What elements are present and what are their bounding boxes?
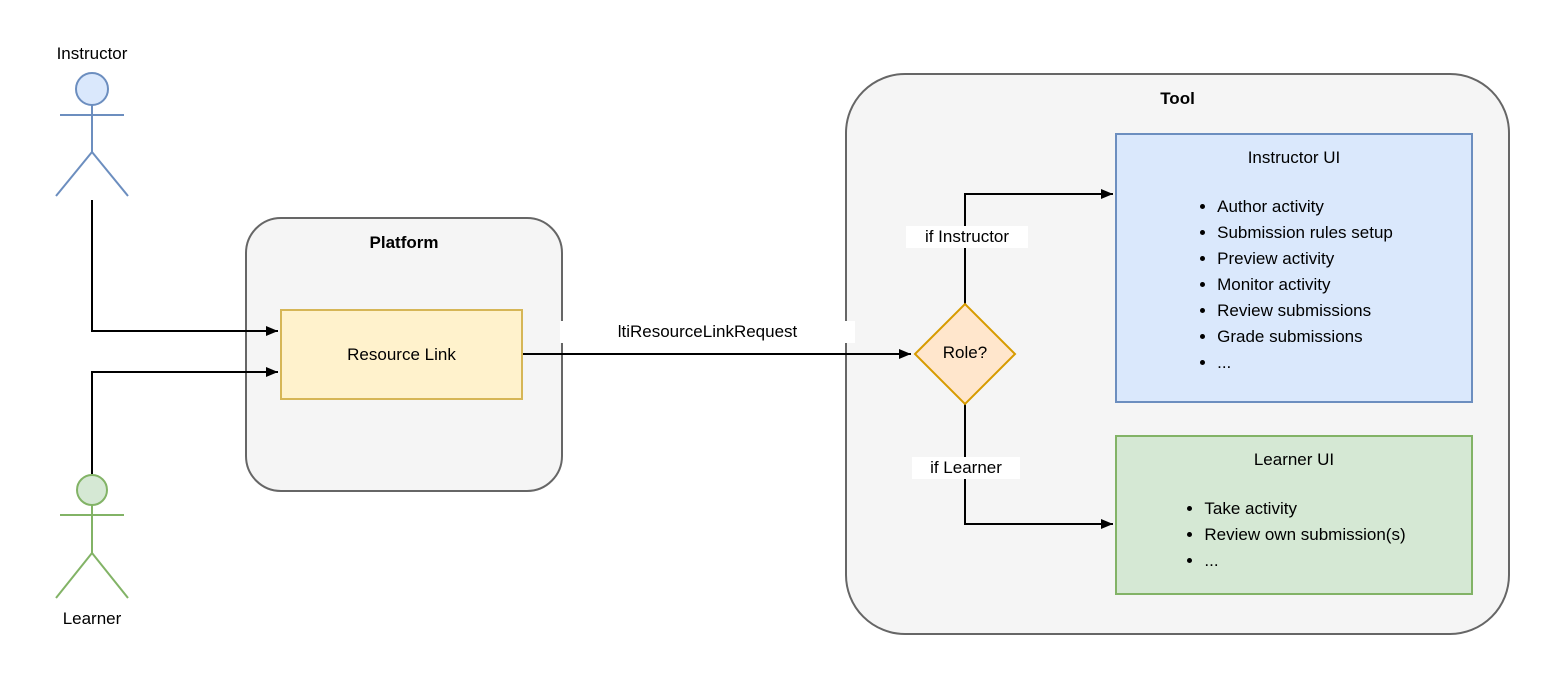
learner-actor-label: Learner: [62, 609, 122, 628]
role-decision-label: Role?: [942, 343, 988, 362]
edge-learner-to-resource-link: [91, 367, 278, 474]
list-item: Submission rules setup: [1217, 220, 1393, 246]
instructor-ui-title: Instructor UI: [1247, 148, 1341, 167]
edge-label-lti-request: ltiResourceLinkRequest: [560, 321, 855, 343]
edge-instructor-to-resource-link: [91, 200, 278, 336]
learner-ui-feature-list: Take activity Review own submission(s) .…: [1182, 496, 1405, 574]
learner-ui-node: Learner UI Take activity Review own subm…: [1115, 435, 1473, 595]
edge-if-learner: [964, 404, 1113, 529]
list-item: Review own submission(s): [1204, 522, 1405, 548]
list-item: Grade submissions: [1217, 324, 1393, 350]
list-item: Preview activity: [1217, 246, 1393, 272]
instructor-ui-node: Instructor UI Author activity Submission…: [1115, 133, 1473, 403]
resource-link-label: Resource Link: [347, 344, 456, 364]
instructor-actor-icon: [55, 72, 129, 197]
role-decision-diamond: [913, 302, 1017, 406]
list-item: Review submissions: [1217, 298, 1393, 324]
list-item: ...: [1217, 350, 1393, 376]
learner-ui-title: Learner UI: [1253, 450, 1335, 469]
list-item: Monitor activity: [1217, 272, 1393, 298]
learner-actor-icon: [55, 474, 129, 599]
tool-title: Tool: [1160, 89, 1195, 108]
instructor-actor-label: Instructor: [56, 44, 128, 63]
platform-title: Platform: [369, 233, 439, 252]
edge-if-instructor: [964, 189, 1113, 304]
list-item: Take activity: [1204, 496, 1405, 522]
list-item: Author activity: [1217, 194, 1393, 220]
resource-link-node: Resource Link: [280, 309, 523, 400]
edge-label-if-learner: if Learner: [912, 457, 1020, 479]
list-item: ...: [1204, 548, 1405, 574]
instructor-ui-feature-list: Author activity Submission rules setup P…: [1195, 194, 1393, 376]
edge-label-if-instructor: if Instructor: [906, 226, 1028, 248]
